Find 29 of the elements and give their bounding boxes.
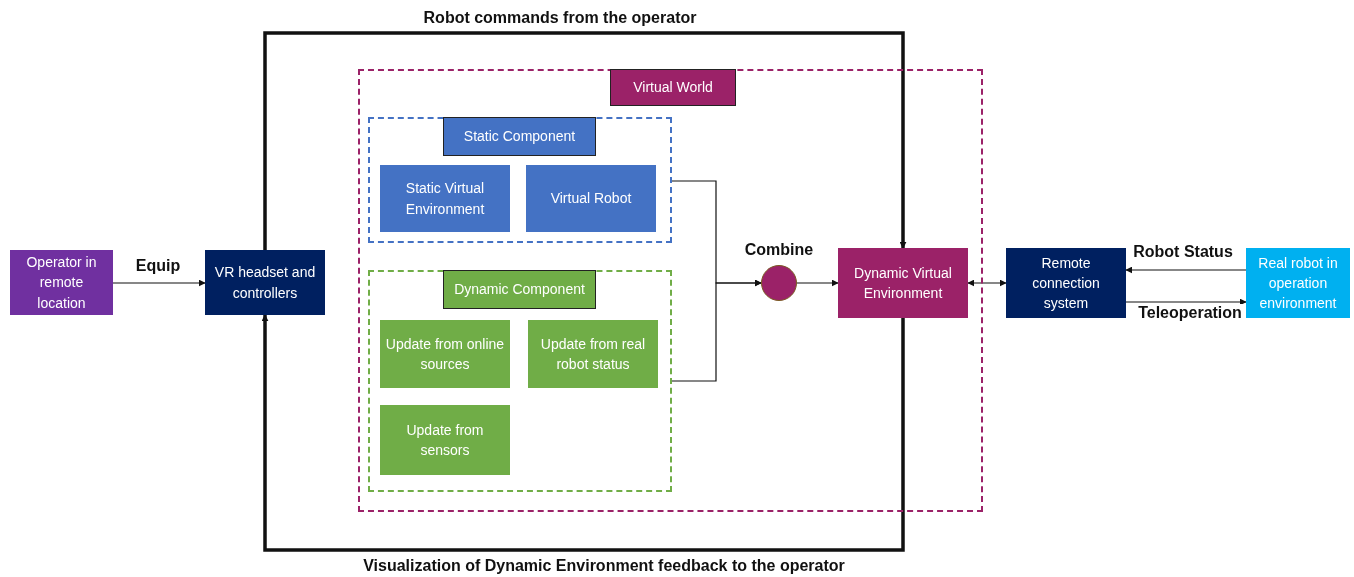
process-box: Virtual Robot [526,165,656,232]
arrow [967,279,1007,287]
dashed-group-frame [368,117,672,243]
group-heading: Virtual World [610,69,736,106]
process-box: Remote connection system [1006,248,1126,318]
arrow [261,314,905,552]
dashed-group-frame [358,69,983,512]
process-box: Operator in remote location [10,250,113,315]
edge-label: Robot commands from the operator [421,9,699,27]
process-box: Update from real robot status [528,320,658,388]
process-box: Dynamic Virtual Environment [838,248,968,318]
group-heading: Static Component [443,117,596,156]
dashed-group-frame [368,270,672,492]
group-heading: Dynamic Component [443,270,596,309]
process-box: Real robot in operation environment [1246,248,1350,318]
node-label: Combine [744,241,814,259]
arrow [1125,298,1247,306]
arrow [1125,266,1247,274]
edge-label: Equip [133,257,183,275]
edge-label: Visualization of Dynamic Environment feedback to the operator [361,557,847,575]
process-box: VR headset and controllers [205,250,325,315]
process-box: Update from sensors [380,405,510,475]
arrow [671,279,762,382]
arrow [796,279,839,287]
process-box: Update from online sources [380,320,510,388]
arrow [112,279,206,287]
edge-label: Teleoperation [1136,304,1244,322]
process-box: Static Virtual Environment [380,165,510,232]
arrow [263,31,907,250]
